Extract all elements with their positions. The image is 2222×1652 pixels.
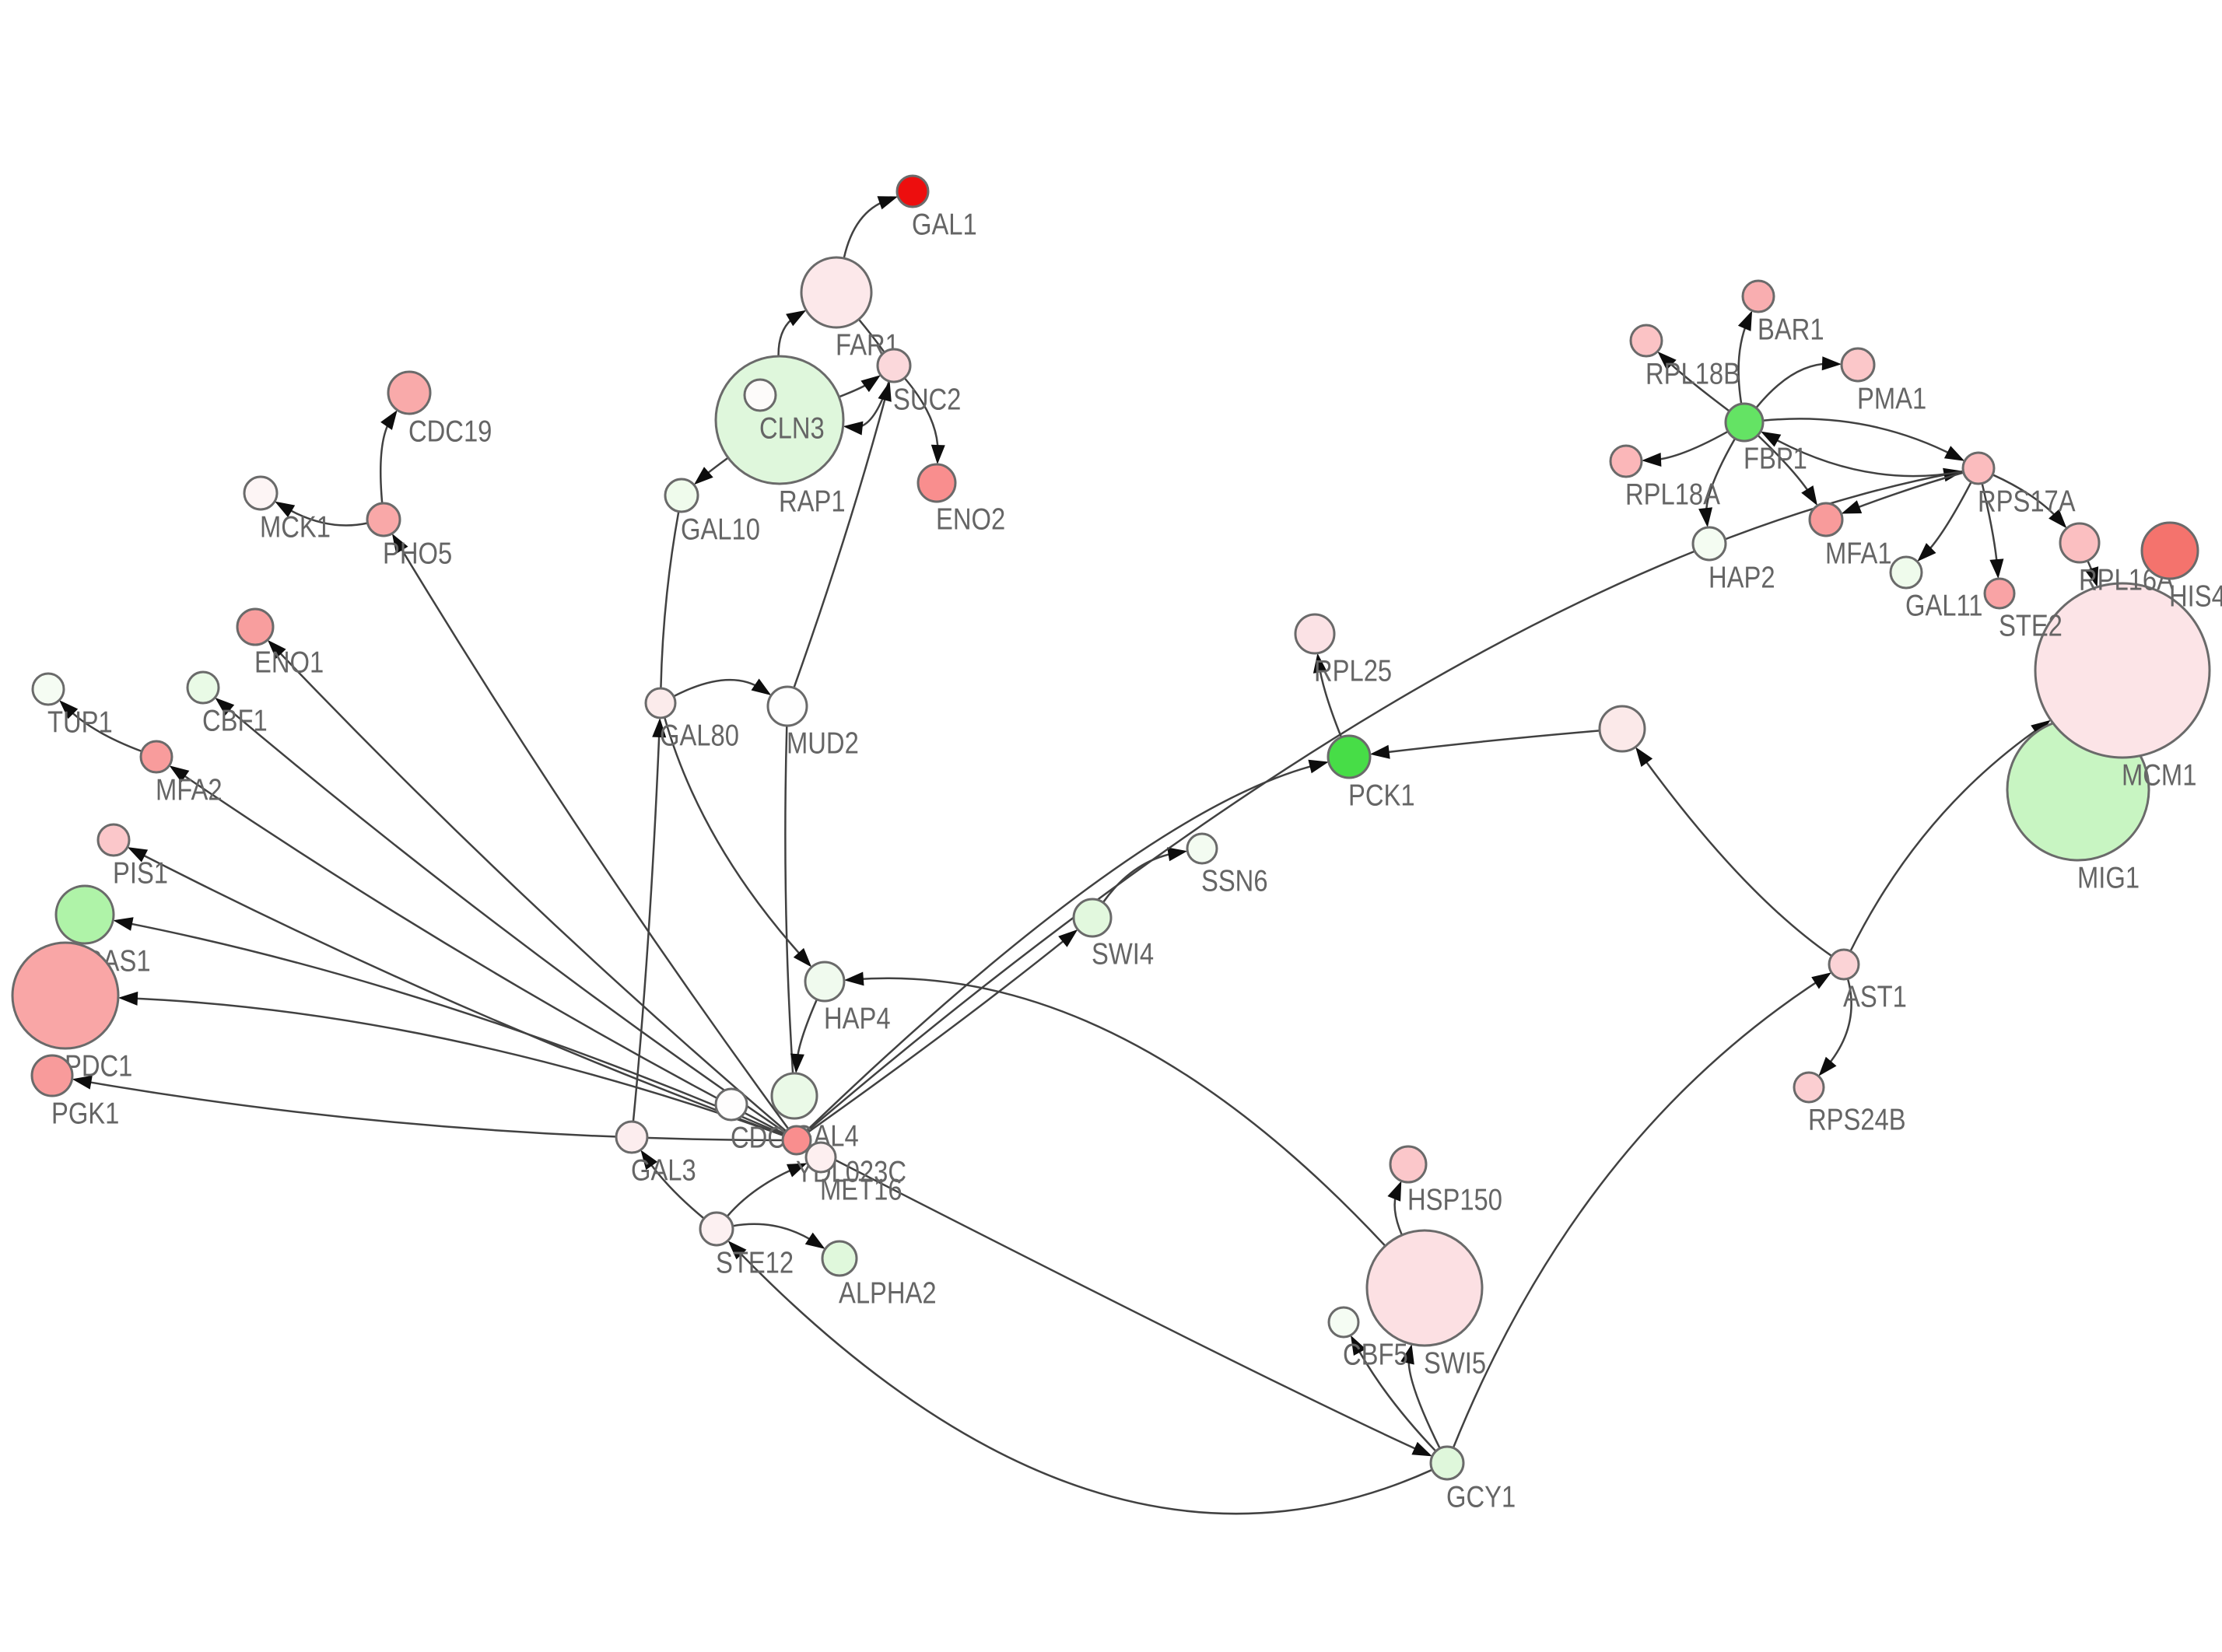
svg-text:GAL10: GAL10 (681, 512, 760, 546)
svg-text:GAL1: GAL1 (912, 207, 977, 241)
svg-text:CDC19: CDC19 (408, 414, 492, 448)
svg-text:CLN3: CLN3 (759, 411, 825, 445)
svg-text:RAP1: RAP1 (779, 484, 846, 518)
svg-text:TUP1: TUP1 (47, 705, 113, 739)
svg-text:PCK1: PCK1 (1348, 778, 1415, 812)
svg-text:SUC2: SUC2 (893, 382, 961, 416)
svg-text:MFA2: MFA2 (156, 772, 223, 807)
svg-text:PMA1: PMA1 (1857, 381, 1926, 415)
svg-text:PIS1: PIS1 (113, 856, 168, 890)
svg-text:GAL80: GAL80 (660, 718, 739, 752)
svg-text:RPS17A: RPS17A (1978, 484, 2076, 518)
svg-text:GCY1: GCY1 (1446, 1479, 1516, 1514)
svg-text:BAR1: BAR1 (1758, 312, 1824, 346)
svg-text:MFA1: MFA1 (1825, 536, 1892, 570)
svg-text:SWI4: SWI4 (1092, 936, 1154, 971)
svg-text:RPL18A: RPL18A (1625, 477, 1720, 511)
svg-text:MUD2: MUD2 (787, 726, 859, 760)
svg-text:AST1: AST1 (1843, 979, 1907, 1013)
svg-text:HAP4: HAP4 (824, 1001, 891, 1035)
svg-text:SWI5: SWI5 (1424, 1346, 1486, 1380)
svg-text:RPL25: RPL25 (1314, 653, 1392, 688)
svg-text:RPL18B: RPL18B (1645, 356, 1740, 390)
svg-text:MIG1: MIG1 (2077, 860, 2140, 894)
svg-text:HAP2: HAP2 (1709, 560, 1775, 594)
svg-text:SSN6: SSN6 (1201, 863, 1268, 898)
svg-text:FBP1: FBP1 (1744, 441, 1807, 475)
svg-text:GAL11: GAL11 (1905, 588, 1983, 622)
svg-text:ENO2: ENO2 (936, 502, 1005, 536)
svg-text:ENO1: ENO1 (254, 645, 324, 679)
svg-text:CBF5: CBF5 (1343, 1337, 1408, 1371)
svg-text:STE12: STE12 (716, 1245, 794, 1279)
svg-text:MCM1: MCM1 (2122, 758, 2196, 792)
svg-text:RPS24B: RPS24B (1808, 1102, 1906, 1136)
svg-text:MET16: MET16 (820, 1172, 902, 1206)
svg-text:STE2: STE2 (1999, 608, 2063, 642)
svg-text:CBF1: CBF1 (202, 703, 268, 737)
svg-text:PDC1: PDC1 (65, 1048, 132, 1083)
svg-text:PGK1: PGK1 (51, 1096, 119, 1130)
svg-text:PHO5: PHO5 (383, 536, 452, 570)
svg-text:GAL3: GAL3 (631, 1153, 696, 1187)
svg-text:ALPHA2: ALPHA2 (839, 1276, 937, 1310)
svg-text:HSP150: HSP150 (1407, 1182, 1502, 1216)
svg-text:MCK1: MCK1 (260, 509, 331, 544)
svg-text:HIS4: HIS4 (2169, 579, 2222, 613)
